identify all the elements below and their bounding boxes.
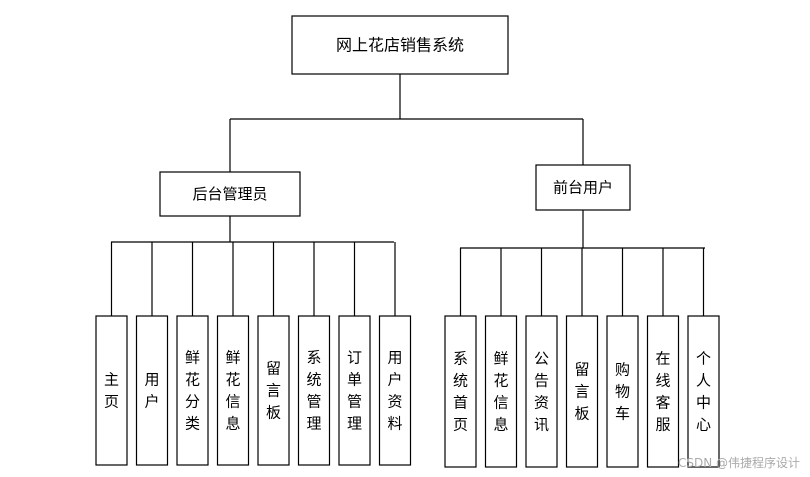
leaf-node: 系统管理 bbox=[297, 315, 331, 466]
leaf-node: 鲜花信息 bbox=[484, 315, 518, 468]
leaf-node: 留言板 bbox=[257, 315, 290, 466]
branch-0-leaf-connectors bbox=[110, 242, 396, 316]
leaf-label: 个人中心 bbox=[696, 350, 711, 434]
leaf-label: 鲜花分类 bbox=[185, 349, 200, 433]
branch-box-admin bbox=[159, 171, 301, 217]
branch-1-leaf-connectors bbox=[459, 248, 705, 316]
leaf-node: 在线客服 bbox=[646, 315, 680, 468]
leaf-box bbox=[297, 315, 331, 466]
leaf-label: 系统首页 bbox=[453, 350, 468, 434]
leaf-node: 购物车 bbox=[606, 315, 639, 468]
root-box bbox=[291, 15, 509, 75]
leaf-node: 留言板 bbox=[565, 315, 599, 468]
leaf-node: 订单管理 bbox=[338, 315, 371, 466]
leaf-node: 鲜花分类 bbox=[176, 315, 209, 466]
leaf-node: 用户资料 bbox=[378, 315, 412, 466]
leaf-label: 鲜花信息 bbox=[493, 350, 508, 434]
leaf-box bbox=[216, 315, 250, 466]
leaf-label: 在线客服 bbox=[655, 350, 670, 434]
connectors bbox=[110, 74, 705, 316]
leaf-node: 主页 bbox=[95, 315, 128, 466]
leaf-node: 公告资讯 bbox=[525, 315, 558, 468]
leaf-label: 主页 bbox=[104, 371, 119, 411]
leaf-node: 用户 bbox=[135, 315, 169, 466]
leaf-node: 个人中心 bbox=[687, 315, 720, 468]
leaf-node: 鲜花信息 bbox=[216, 315, 250, 466]
leaf-label: 订单管理 bbox=[347, 349, 362, 433]
leaf-box bbox=[687, 315, 720, 468]
leaf-box bbox=[606, 315, 639, 468]
branch-1-leaves: 系统首页 鲜花信息 公告资讯 留言板 购物车 在线客服 个人中心 bbox=[444, 315, 720, 468]
leaf-label: 用户 bbox=[144, 371, 159, 411]
leaf-box bbox=[646, 315, 680, 468]
leaf-label: 购物车 bbox=[615, 361, 630, 423]
leaf-box bbox=[257, 315, 290, 466]
leaf-label: 鲜花信息 bbox=[225, 349, 240, 433]
branch-node-frontend: 前台用户 bbox=[535, 164, 631, 211]
leaf-label: 公告资讯 bbox=[534, 350, 549, 434]
leaf-label: 系统管理 bbox=[306, 349, 321, 433]
leaf-label: 留言板 bbox=[266, 360, 281, 422]
leaf-box bbox=[444, 315, 477, 468]
leaf-label: 留言板 bbox=[574, 361, 589, 423]
root-node: 网上花店销售系统 bbox=[291, 15, 509, 75]
leaf-box bbox=[135, 315, 169, 466]
leaf-box bbox=[484, 315, 518, 468]
branch-label-frontend: 前台用户 bbox=[553, 179, 613, 197]
leaf-label: 用户资料 bbox=[387, 349, 402, 433]
branch-node-admin: 后台管理员 bbox=[159, 171, 301, 217]
root-label: 网上花店销售系统 bbox=[336, 36, 464, 55]
leaf-box bbox=[176, 315, 209, 466]
leaf-box bbox=[95, 315, 128, 466]
branch-label-admin: 后台管理员 bbox=[192, 185, 267, 203]
leaf-box bbox=[378, 315, 412, 466]
leaf-box bbox=[525, 315, 558, 468]
branch-box-frontend bbox=[535, 164, 631, 211]
watermark: CSDN @伟捷程序设计 bbox=[677, 456, 800, 470]
leaf-box bbox=[338, 315, 371, 466]
leaf-node: 系统首页 bbox=[444, 315, 477, 468]
leaf-box bbox=[565, 315, 599, 468]
